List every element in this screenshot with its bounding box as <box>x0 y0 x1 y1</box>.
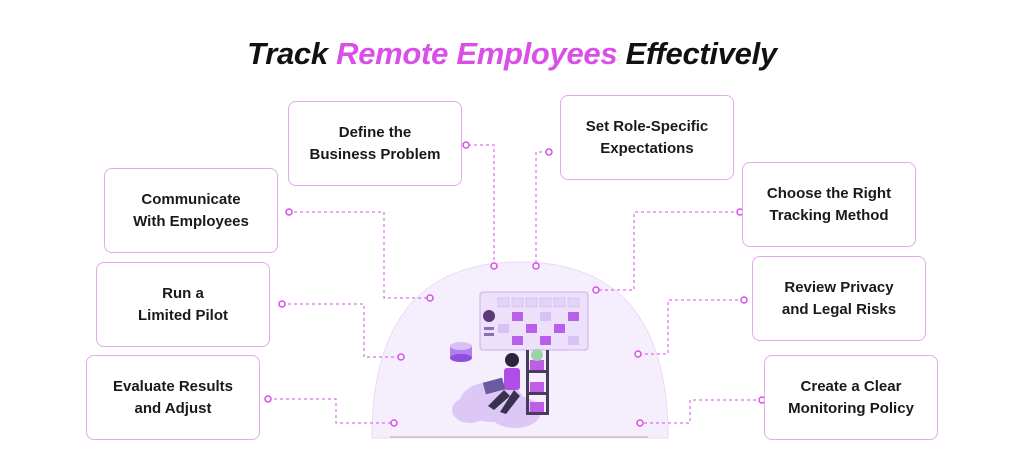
node-dot <box>636 419 644 427</box>
plant-shelf-illustration <box>526 349 549 415</box>
connector-privacy <box>638 299 744 355</box>
node-dot <box>740 296 748 304</box>
node-dot <box>285 208 293 216</box>
node-dot <box>397 353 405 361</box>
step-line-2: and Adjust <box>134 399 212 417</box>
step-card-evaluate: Evaluate Results and Adjust <box>86 355 260 440</box>
title-part-1: Track <box>247 36 337 71</box>
person-with-laptop-illustration <box>482 353 520 414</box>
node-dot <box>532 262 540 270</box>
step-line-2: Expectations <box>600 139 694 157</box>
step-line-1: Run a <box>162 284 204 302</box>
step-line-1: Choose the Right <box>766 184 892 202</box>
node-dot <box>462 141 470 149</box>
step-line-2: Limited Pilot <box>138 306 228 324</box>
page-title: Track Remote Employees Effectively <box>0 36 1024 72</box>
connector-pilot <box>282 303 401 358</box>
step-line-1: Review Privacy <box>784 278 894 296</box>
step-line-2: Business Problem <box>309 145 441 163</box>
node-dot <box>390 419 398 427</box>
node-dot <box>545 148 553 156</box>
cylinder-stool-illustration <box>450 342 472 362</box>
connector-communicate <box>288 211 430 299</box>
step-line-2: Monitoring Policy <box>788 399 914 417</box>
node-dot <box>426 294 434 302</box>
connector-expectations <box>535 151 548 266</box>
step-line-2: With Employees <box>133 212 249 230</box>
step-line-1: Evaluate Results <box>112 377 234 395</box>
node-dot <box>278 300 286 308</box>
connector-define <box>468 144 495 266</box>
step-line-2: and Legal Risks <box>781 300 897 318</box>
node-dot <box>592 286 600 294</box>
node-dot <box>490 262 498 270</box>
step-line-1: Define the <box>338 123 412 141</box>
title-accent: Remote Employees <box>336 36 618 71</box>
node-dot <box>634 350 642 358</box>
step-card-pilot: Run a Limited Pilot <box>96 262 270 347</box>
schedule-board-illustration <box>479 291 589 351</box>
connector-policy <box>640 399 762 424</box>
step-line-1: Communicate <box>141 190 241 208</box>
step-card-privacy: Review Privacy and Legal Risks <box>752 256 926 341</box>
title-part-2: Effectively <box>617 36 778 71</box>
connector-evaluate <box>268 398 394 424</box>
step-line-2: Tracking Method <box>769 206 889 224</box>
node-dot <box>264 395 272 403</box>
step-line-1: Set Role-Specific <box>585 117 709 135</box>
connector-tracking <box>596 211 740 291</box>
step-line-1: Create a Clear <box>800 377 902 395</box>
